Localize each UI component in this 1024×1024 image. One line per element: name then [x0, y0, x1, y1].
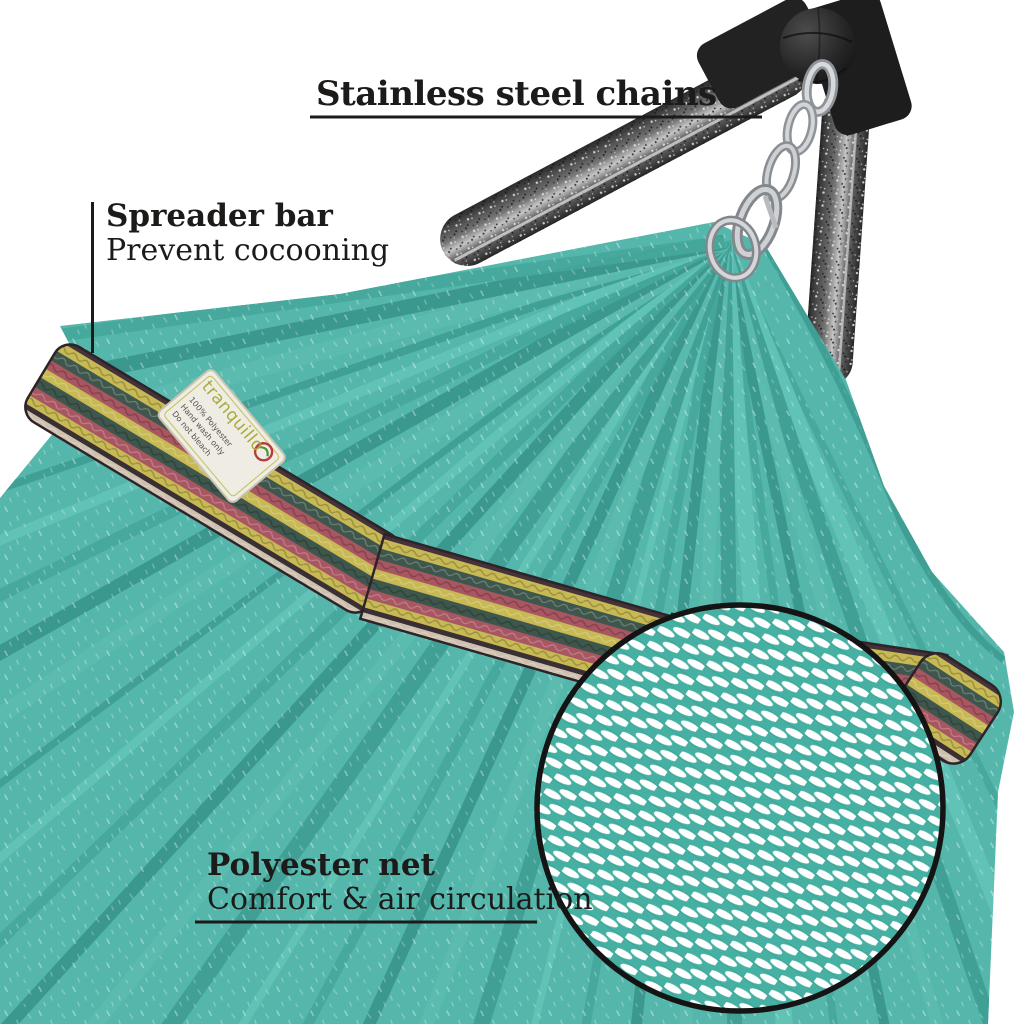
brand-logo-icon: [253, 442, 274, 462]
brand-tag: tranquillo 100% Polyester Hand wash only…: [157, 369, 286, 503]
pointer-lines: [91, 115, 762, 924]
spreader-bar-annotation: Spreader bar Prevent cocooning: [106, 199, 389, 267]
stand-bar-left: [440, 44, 809, 266]
chains-annotation: Stainless steel chains: [316, 74, 717, 114]
polyester-net-annotation: Polyester net Comfort & air circulation: [207, 848, 593, 916]
zoom-detail-circle: [534, 602, 946, 1014]
stand-bar-right: [804, 85, 871, 391]
spreader-annotation-subtitle: Prevent cocooning: [106, 232, 390, 268]
cap-ball-knob: [780, 8, 856, 84]
spreader-annotation-title: Spreader bar: [106, 198, 333, 234]
net-annotation-title: Polyester net: [207, 847, 435, 883]
steel-chain: [705, 59, 839, 283]
carabiner-hook: [731, 184, 783, 260]
chains-annotation-title: Stainless steel chains: [316, 74, 717, 114]
hanging-ring: [705, 215, 761, 283]
net-annotation-subtitle: Comfort & air circulation: [207, 881, 593, 917]
